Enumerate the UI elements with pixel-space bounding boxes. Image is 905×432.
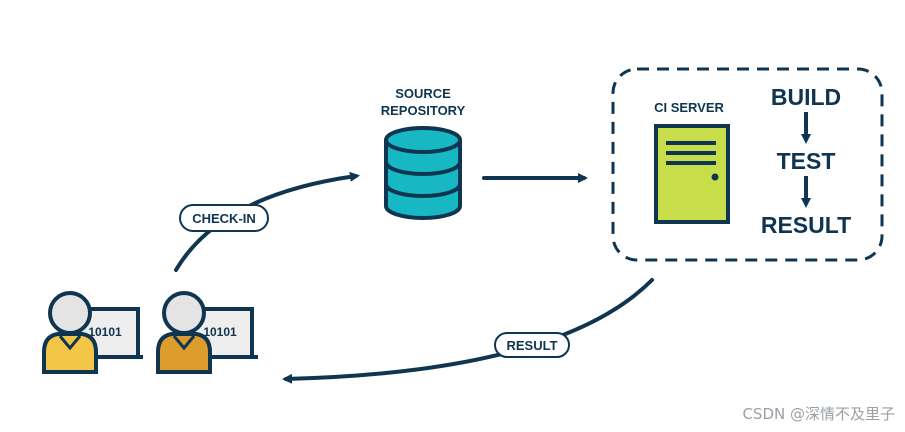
server-icon [654, 124, 730, 224]
svg-text:CHECK-IN: CHECK-IN [192, 211, 256, 226]
watermark: CSDN @深情不及里子 [742, 405, 895, 423]
source-repo-label-1: SOURCE [395, 86, 451, 101]
checkin-label: CHECK-IN [179, 204, 269, 232]
developer-icon: 10101 [42, 291, 143, 374]
ci-server-label: CI SERVER [654, 100, 724, 115]
source-repo-label-2: REPOSITORY [381, 103, 466, 118]
result-feedback-arrow [282, 278, 654, 384]
result-step: RESULT [761, 212, 851, 238]
ci-server-box [611, 67, 884, 262]
svg-text:RESULT: RESULT [506, 338, 557, 353]
build-step: BUILD [771, 84, 841, 110]
developer-icon: 10101 [156, 291, 258, 374]
database-icon [384, 126, 462, 220]
svg-text:10101: 10101 [203, 325, 237, 339]
test-step: TEST [777, 148, 836, 174]
result-feedback-label: RESULT [494, 332, 570, 358]
svg-text:10101: 10101 [88, 325, 122, 339]
